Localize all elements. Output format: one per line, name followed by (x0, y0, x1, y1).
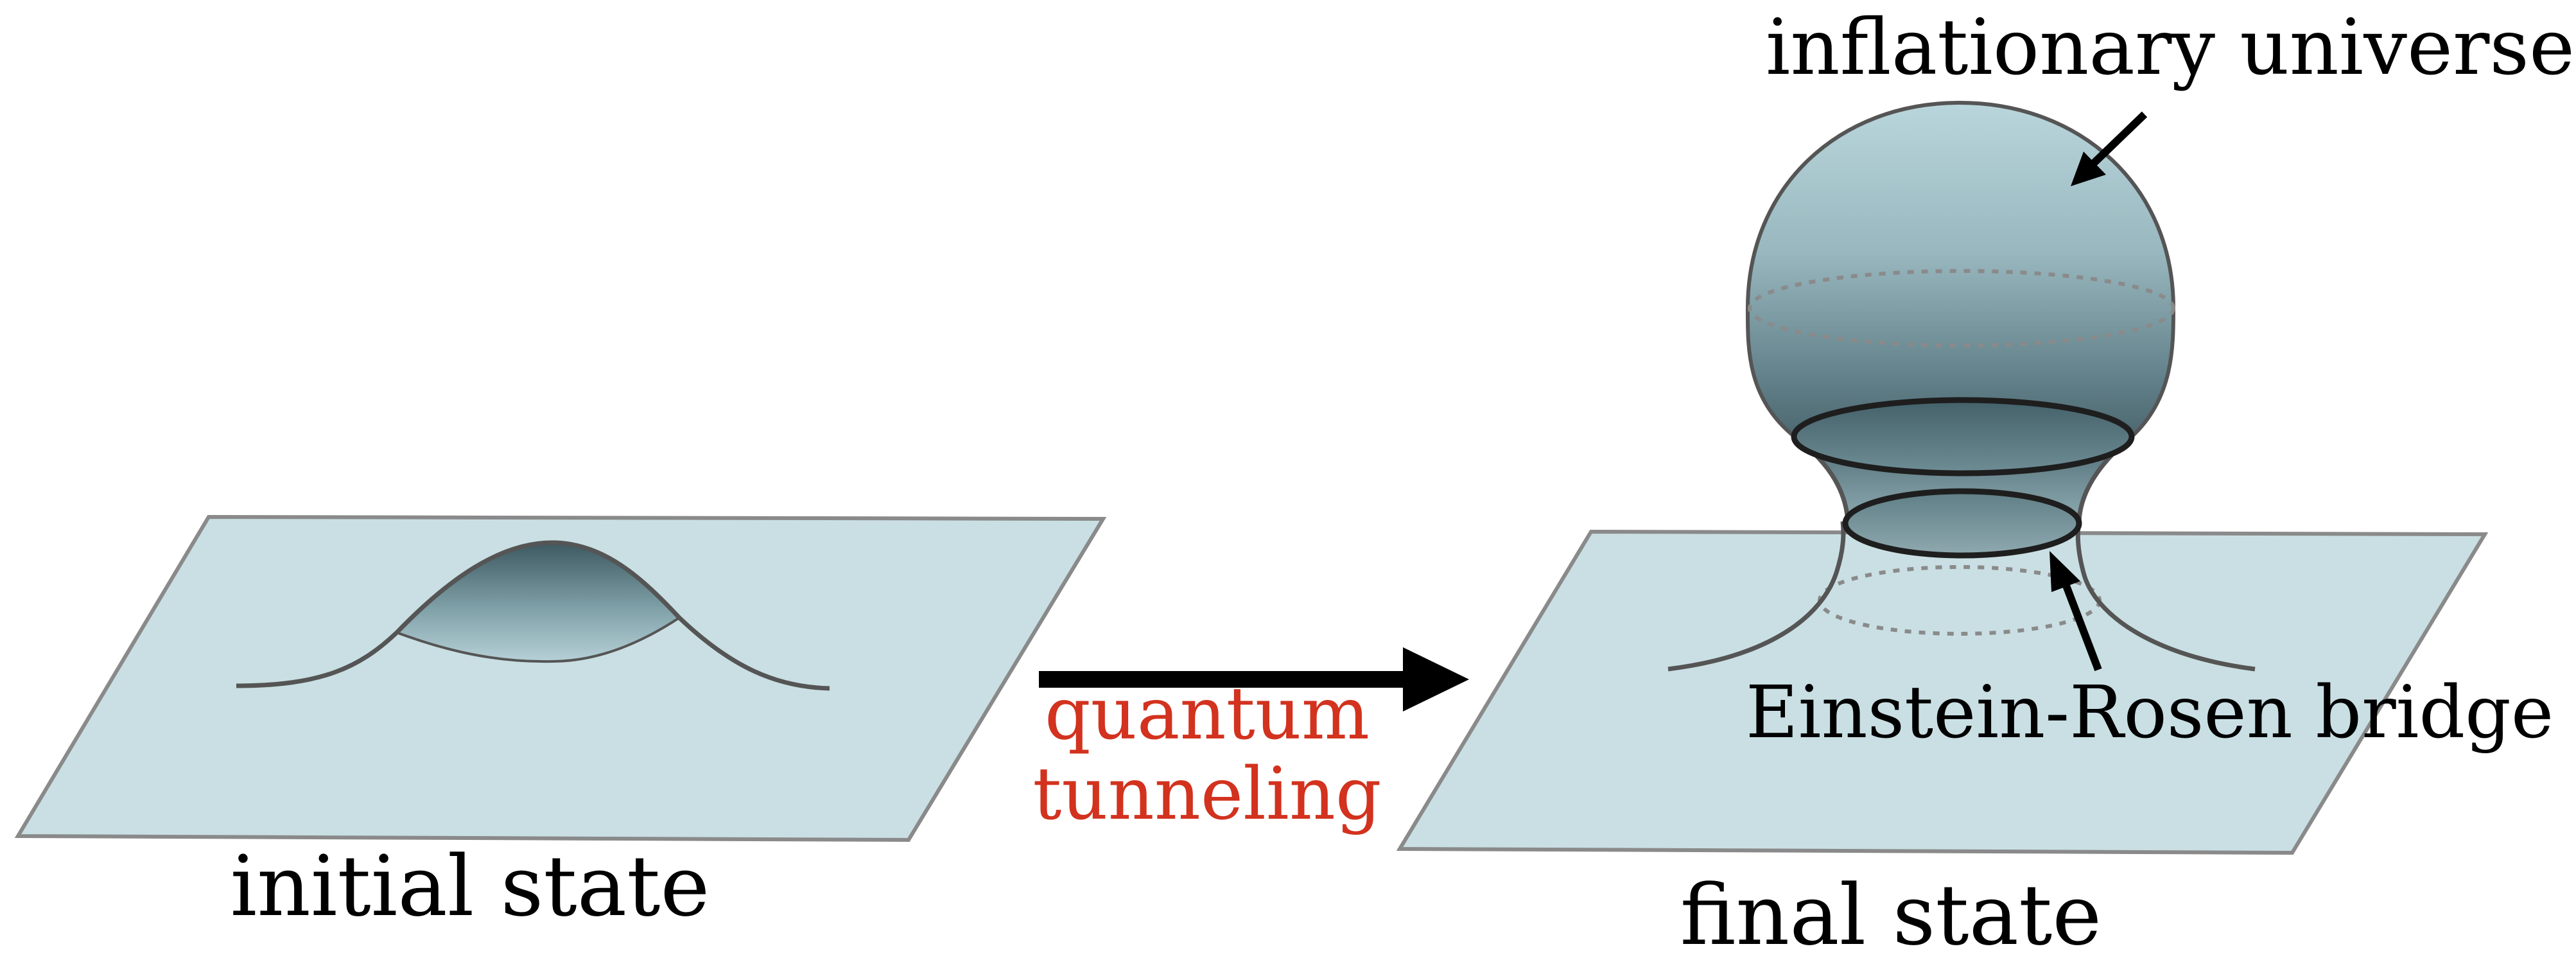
einstein-rosen-bridge-label: Einstein-Rosen bridge (1746, 671, 2554, 755)
inflationary-bubble (1745, 100, 2176, 439)
throat-right-curve (2075, 521, 2256, 672)
transition-group: quantum tunneling (1032, 647, 1469, 836)
final-state-label: final state (1680, 866, 2102, 960)
throat-left-curve (1667, 521, 1846, 672)
final-state-group: final state (1396, 100, 2489, 960)
bubble-base-ring (1791, 397, 2135, 476)
bridge-pointer-line (2062, 584, 2102, 672)
initial-state-group: initial state (14, 514, 1107, 935)
initial-bump-curve (236, 540, 830, 691)
bubble-equator-dotted (1748, 269, 2175, 347)
initial-state-label: initial state (231, 837, 710, 935)
transition-arrow-head (1403, 647, 1469, 711)
transition-label-line1: quantum (1045, 672, 1370, 756)
initial-flat-sheet (14, 514, 1107, 842)
initial-bump-rim (396, 616, 681, 663)
inflationary-universe-label: inflationary universe (1766, 3, 2575, 92)
transition-label-line2: tunneling (1032, 753, 1381, 836)
bridge-annotation: Einstein-Rosen bridge (1746, 551, 2554, 755)
final-flat-sheet (1396, 529, 2489, 855)
universe-pointer-head (2071, 152, 2106, 186)
universe-annotation: inflationary universe (1766, 3, 2575, 186)
bridge-throat-ring (1842, 488, 2082, 559)
bridge-pointer-head (2049, 551, 2080, 592)
universe-pointer-line (2090, 111, 2148, 167)
